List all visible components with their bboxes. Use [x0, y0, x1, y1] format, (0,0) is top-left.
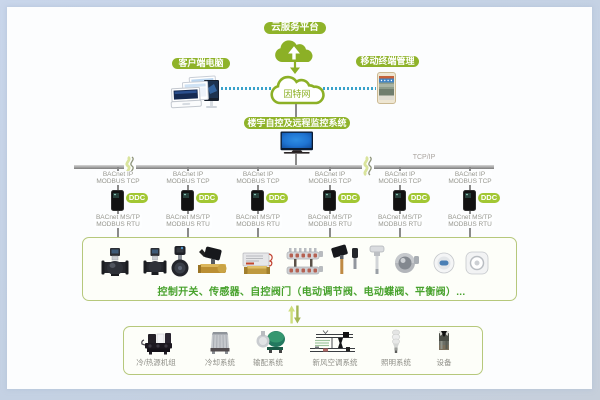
svg-text:因特网: 因特网 — [283, 88, 310, 99]
